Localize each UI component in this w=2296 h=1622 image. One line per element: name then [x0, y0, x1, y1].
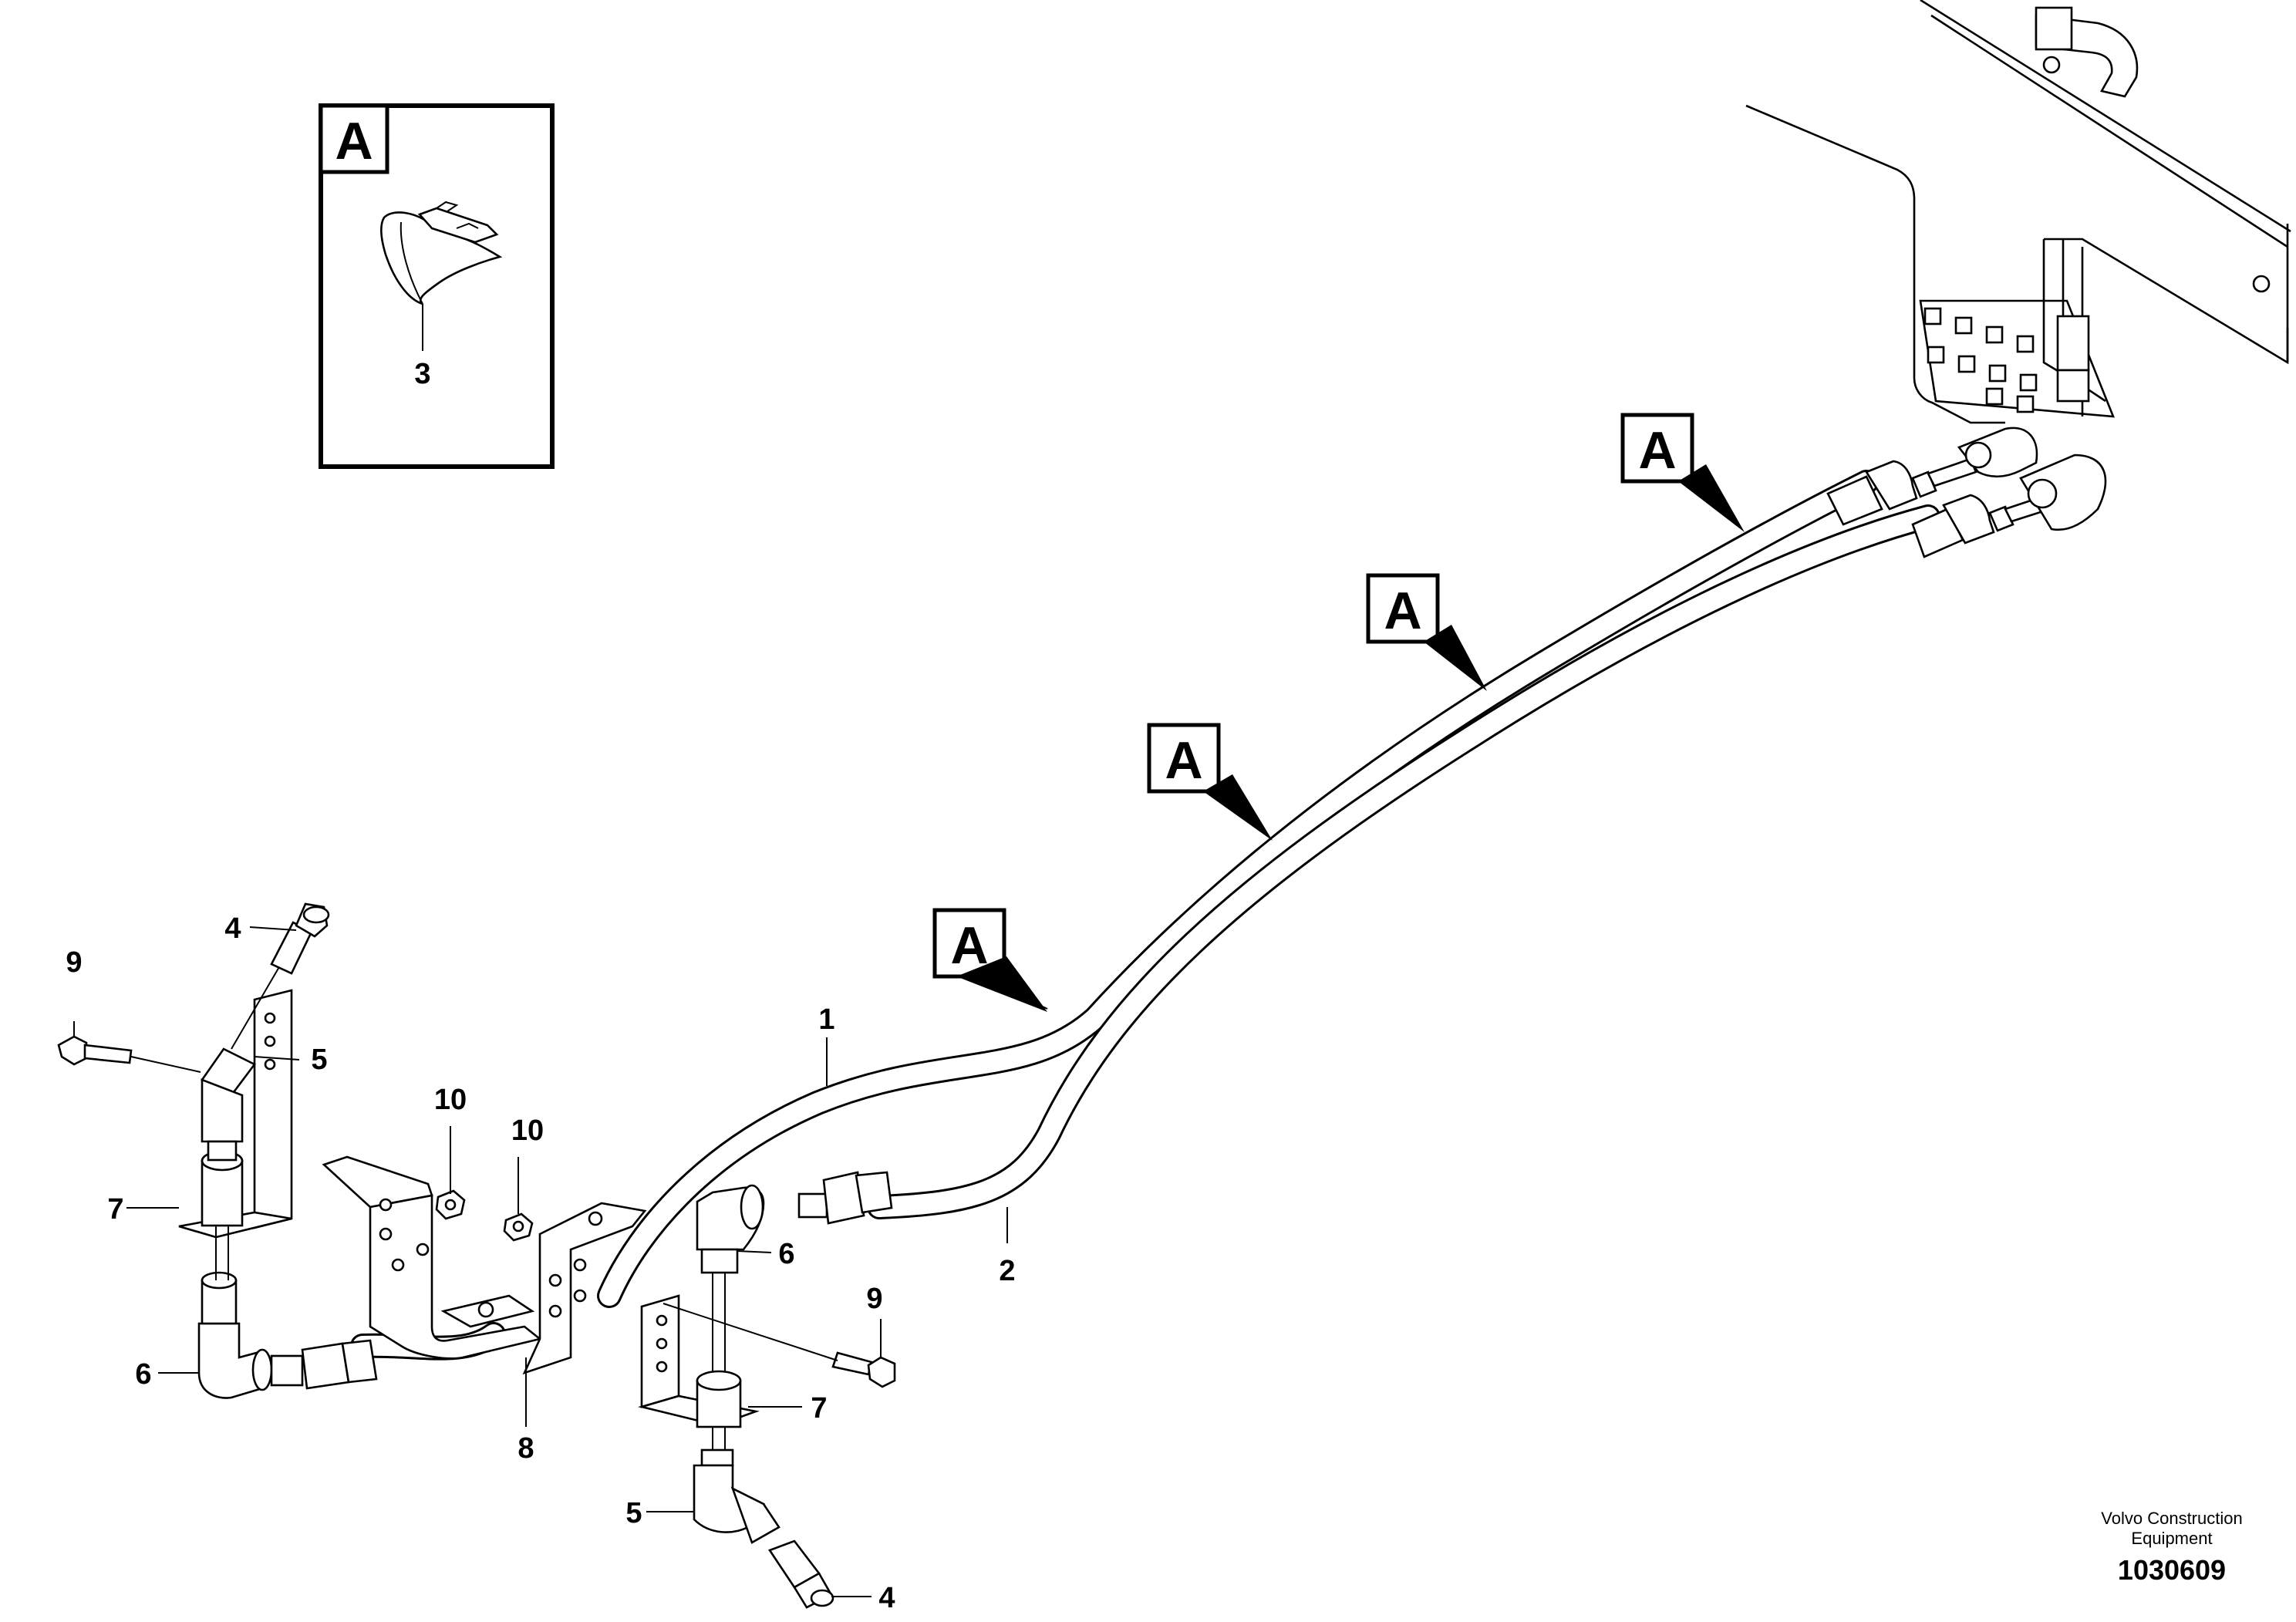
machine-frame [1745, 0, 2291, 424]
bracket-8 [322, 1155, 647, 1375]
callout-5-upper: 5 [311, 1044, 327, 1076]
callout-8: 8 [518, 1432, 534, 1465]
plate-bolts [1923, 307, 2038, 413]
view-marker-4-letter: A [1638, 421, 1676, 480]
left-clamp-group [57, 902, 378, 1399]
view-marker-2-letter: A [1165, 731, 1202, 790]
callout-9-right: 9 [866, 1283, 882, 1315]
view-marker-1: A [932, 908, 1048, 1012]
detail-view-a: A 3 [319, 103, 555, 469]
right-clamp-group [637, 1171, 896, 1609]
upper-hose-fittings [1826, 427, 2107, 558]
cable-tie-clip [380, 201, 503, 351]
callout-5-lower: 5 [625, 1497, 642, 1529]
nut-10-left [435, 1126, 466, 1220]
callout-2: 2 [999, 1255, 1015, 1287]
view-marker-3-letter: A [1384, 582, 1421, 640]
view-marker-4: A [1620, 413, 1745, 532]
drawing-number: 1030609 [2118, 1554, 2226, 1586]
callouts: 1 2 4 4 5 5 6 6 7 7 8 9 9 10 10 [66, 912, 1015, 1614]
view-marker-3: A [1366, 573, 1487, 691]
callout-7-right: 7 [811, 1392, 827, 1425]
footer-company-line2: Equipment [2131, 1529, 2212, 1548]
footer-company-line1: Volvo Construction [2101, 1509, 2242, 1528]
callout-7-left: 7 [107, 1193, 123, 1226]
bracket-holes [379, 1198, 587, 1318]
detail-view-letter: A [335, 112, 373, 170]
callout-1: 1 [818, 1003, 834, 1036]
nut-10-right [503, 1157, 534, 1242]
view-marker-1-letter: A [950, 916, 988, 975]
callout-4-lower: 4 [878, 1582, 895, 1614]
hose-1 [597, 470, 1879, 1308]
footer: Volvo Construction Equipment 1030609 [2101, 1509, 2242, 1586]
callout-6-upper: 6 [778, 1238, 794, 1270]
callout-9-left: 9 [66, 946, 82, 979]
callout-10-right: 10 [511, 1114, 544, 1147]
callout-4-upper: 4 [224, 912, 241, 945]
callout-10-left: 10 [434, 1084, 467, 1116]
view-marker-2: A [1147, 723, 1273, 841]
callout-3: 3 [414, 358, 430, 390]
leader-lines [126, 1037, 1008, 1597]
callout-6-lower: 6 [135, 1358, 151, 1391]
